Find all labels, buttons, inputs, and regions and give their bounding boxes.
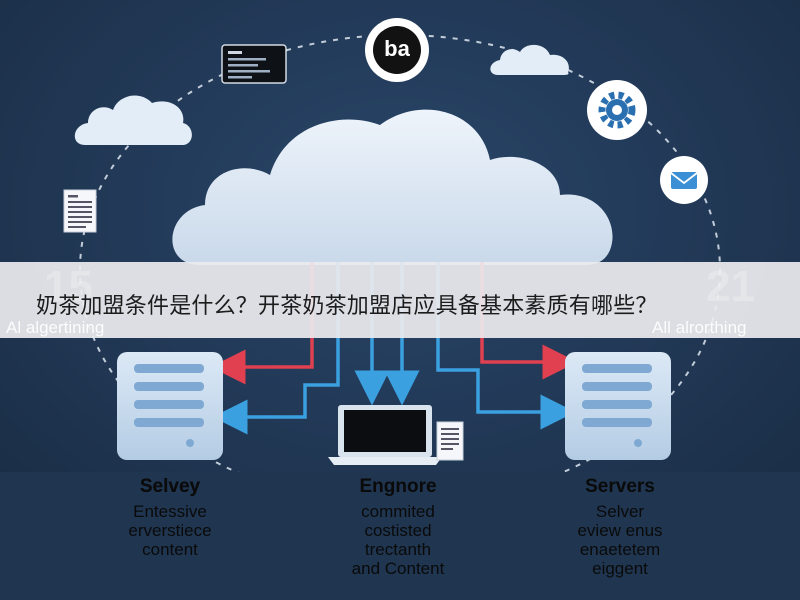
server-icon <box>117 352 223 460</box>
column-line: Entessive <box>133 502 207 521</box>
column-title: Engnore <box>359 476 437 497</box>
document-icon <box>63 189 97 233</box>
bottom-labels-bg <box>0 472 800 600</box>
column-line: content <box>142 540 198 559</box>
column-line: costisted <box>364 521 432 540</box>
document-icon <box>436 421 464 461</box>
cloud-small-icon <box>74 95 192 145</box>
column-line: enaetetem <box>579 540 661 559</box>
mail-icon <box>660 156 708 204</box>
overlay-number-right: 21 <box>706 262 755 311</box>
code-window-icon <box>221 44 287 84</box>
arrow-blue-left <box>212 262 340 435</box>
overlay-caption-right: All alrorthing <box>652 318 747 337</box>
column-title: Selvey <box>139 476 201 497</box>
column-line: and Content <box>351 559 445 578</box>
cloud-icon <box>172 109 613 265</box>
logo-text: ba <box>384 36 410 61</box>
server-icon <box>565 352 671 460</box>
column-line: eview enus <box>577 521 663 540</box>
column-line: commited <box>361 502 435 521</box>
gear-icon <box>587 80 647 140</box>
column-line: eiggent <box>592 559 648 578</box>
column-line: trectanth <box>364 540 432 559</box>
column-line: erverstiece <box>128 521 212 540</box>
title-banner <box>0 262 800 338</box>
cloud-small-icon <box>490 44 569 75</box>
logo-icon <box>365 18 429 82</box>
overlay-caption-left: Al algertining <box>6 318 105 337</box>
laptop-icon <box>328 405 442 465</box>
labels-panel: Selvey Entessive erverstiece content Eng… <box>0 470 800 600</box>
overlay-number-left: 15 <box>44 262 93 311</box>
page-title: 奶茶加盟条件是什么？开茶奶茶加盟店应具备基本素质有哪些？ <box>36 294 658 319</box>
column-title: Servers <box>585 476 655 497</box>
column-line: Selver <box>595 502 645 521</box>
